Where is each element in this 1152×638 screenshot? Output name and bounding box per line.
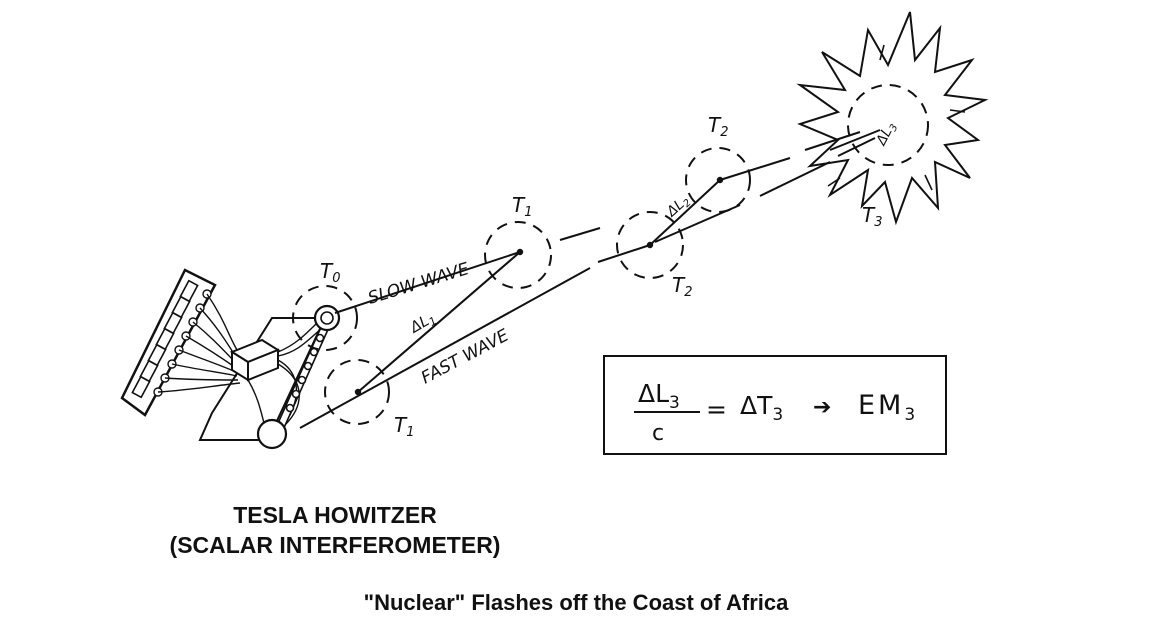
emitter-mast xyxy=(274,324,331,431)
tesla-howitzer-device xyxy=(120,268,341,450)
slow-wave-path xyxy=(334,131,861,314)
t3-circle xyxy=(847,84,929,166)
equation-equals: = xyxy=(706,395,727,424)
t2-fast-circle xyxy=(616,211,684,279)
equation-numerator: ΔL3 xyxy=(638,379,680,413)
device-caption: TESLA HOWITZER (SCALAR INTERFEROMETER) xyxy=(120,500,550,560)
device-caption-line2: (SCALAR INTERFEROMETER) xyxy=(169,532,501,558)
equation-result: EM3 xyxy=(858,390,915,425)
t1-bottom-label: T1 xyxy=(394,413,415,440)
time-labels: T0 T1 T1 T2 T2 T3 xyxy=(320,113,883,440)
delta-l2-line xyxy=(649,179,721,246)
arrow-icon: ➔ xyxy=(813,395,831,420)
t2-slow-circle xyxy=(685,147,751,213)
figure-caption: "Nuclear" Flashes off the Coast of Afric… xyxy=(363,590,789,615)
t2-top-label: T2 xyxy=(708,113,729,140)
t0-label: T0 xyxy=(320,259,341,286)
control-box xyxy=(229,338,281,382)
array-elements xyxy=(131,279,199,399)
t2-bottom-label: T2 xyxy=(672,273,693,300)
explosion-burst-icon xyxy=(796,11,989,226)
delta-l3-line xyxy=(829,129,881,151)
delta-l3-label: ΔL3 xyxy=(873,119,901,149)
equation-denominator: c xyxy=(652,421,664,446)
slow-wave-emitter xyxy=(313,304,341,332)
t1-fast-circle xyxy=(324,359,390,425)
slow-wave-label: SLOW WAVE xyxy=(366,259,472,309)
explosion-rays xyxy=(827,44,966,191)
delta-l1-label: ΔL1 xyxy=(406,308,439,339)
fast-wave-emitter xyxy=(256,418,288,450)
fast-wave-label: FAST WAVE xyxy=(418,326,512,389)
equation-box: ΔL3 c = ΔT3 ➔ EM3 xyxy=(603,355,947,455)
wavefront-circles xyxy=(292,84,929,425)
device-base-plate xyxy=(198,317,327,441)
equation-rhs: ΔT3 xyxy=(740,391,783,425)
t3-label: T3 xyxy=(862,203,883,230)
device-caption-line1: TESLA HOWITZER xyxy=(233,502,437,528)
delta-l-labels: ΔL1 ΔL2 ΔL3 xyxy=(406,119,901,339)
t0-circle xyxy=(292,285,358,351)
t1-top-label: T1 xyxy=(512,193,533,220)
t1-slow-circle xyxy=(484,221,552,289)
wave-nodes xyxy=(354,176,724,396)
